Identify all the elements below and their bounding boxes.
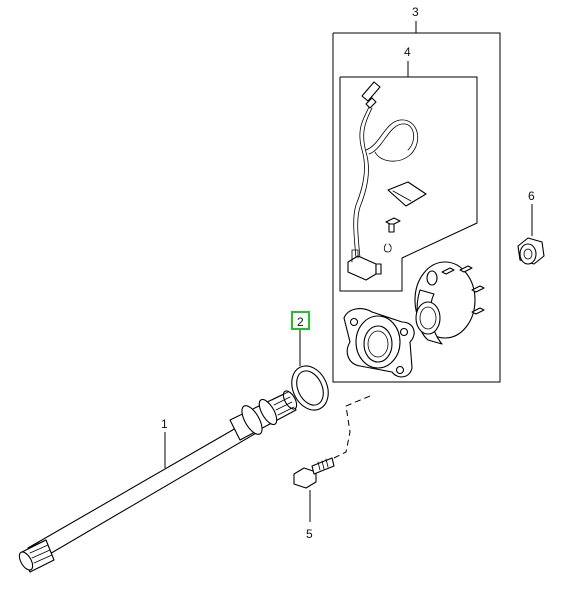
callout-2[interactable]: 2 xyxy=(297,315,304,329)
cable-clip xyxy=(383,243,392,253)
callout-6[interactable]: 6 xyxy=(528,189,535,203)
drive-shaft-part-1[interactable] xyxy=(17,389,300,573)
sensor-screw xyxy=(385,217,401,233)
callout-4[interactable]: 4 xyxy=(404,45,411,59)
callout-2-highlight xyxy=(291,311,310,330)
callout-1[interactable]: 1 xyxy=(161,417,168,431)
bearing-housing[interactable] xyxy=(343,308,415,378)
grease-packet xyxy=(387,181,427,207)
abs-sensor-part-4[interactable] xyxy=(347,81,419,281)
wheel-hub[interactable] xyxy=(414,261,485,345)
callout-3[interactable]: 3 xyxy=(412,5,419,19)
callout-5[interactable]: 5 xyxy=(306,527,313,541)
hub-nut-part-6[interactable] xyxy=(517,204,545,265)
group-3-frame xyxy=(332,21,501,383)
seal-ring-part-2[interactable] xyxy=(285,330,335,416)
bolt-part-5[interactable] xyxy=(293,457,335,522)
group-4-frame xyxy=(339,61,478,292)
assembly-guide-line xyxy=(333,395,371,459)
